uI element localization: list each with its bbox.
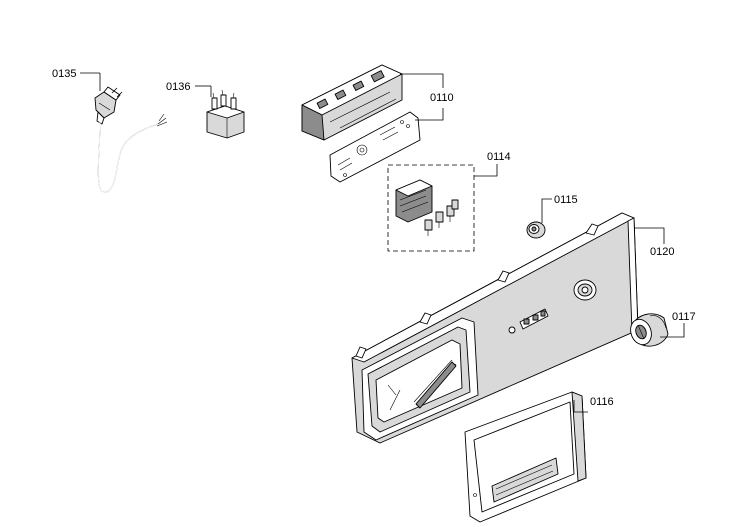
program-selector-knob-icon: [630, 313, 669, 347]
part-number-0136: 0136: [166, 81, 190, 93]
leader-line-0110: [400, 73, 444, 88]
interference-filter-icon: [206, 89, 245, 139]
leader-line-0110b: [415, 108, 444, 121]
part-number-0117: 0117: [672, 311, 696, 323]
part-number-0110: 0110: [430, 92, 454, 104]
leader-line-0114: [474, 164, 498, 177]
part-number-0115: 0115: [554, 194, 578, 206]
part-number-0114: 0114: [487, 151, 511, 163]
part-number-0116: 0116: [590, 396, 614, 408]
power-cord-plug-icon: [94, 86, 168, 193]
detergent-drawer-handle-icon: [464, 391, 587, 523]
switch-group-icon: [395, 179, 459, 236]
control-panel-fascia-icon: [351, 212, 639, 444]
leader-line-0116: [573, 400, 588, 413]
switch-group-boundary: [387, 164, 475, 252]
part-number-0120: 0120: [650, 246, 674, 258]
leader-line-0117: [660, 323, 685, 338]
knob-cap-icon: [526, 221, 546, 239]
leader-line-0115: [541, 198, 552, 223]
leader-line-0120: [634, 227, 665, 244]
control-module-icon: [301, 64, 421, 183]
part-number-0135: 0135: [52, 68, 76, 80]
